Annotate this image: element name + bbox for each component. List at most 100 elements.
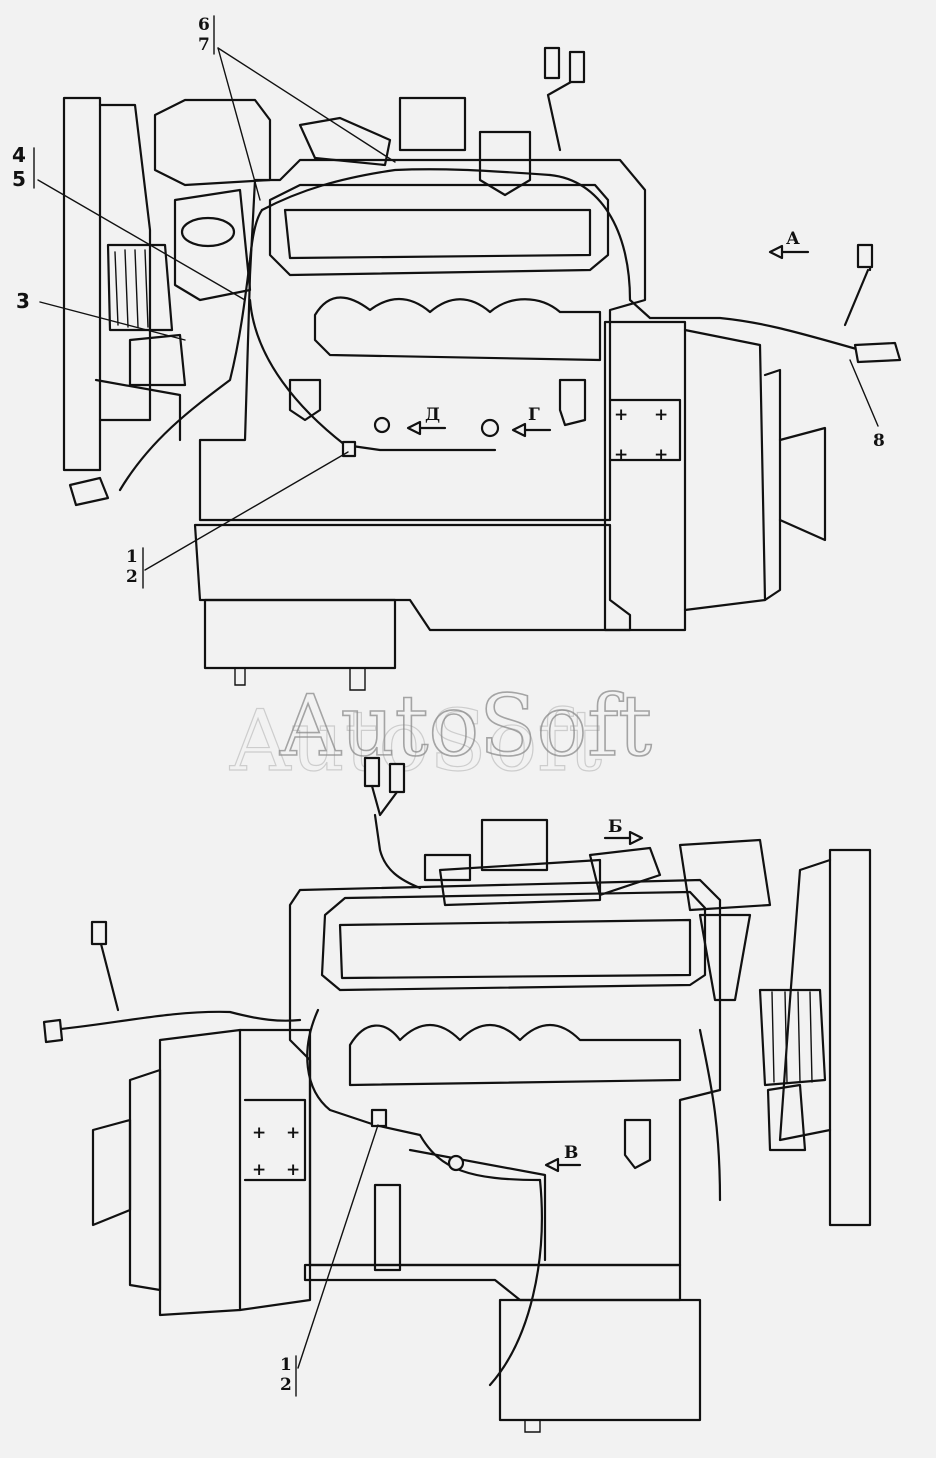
oil-filler-cap bbox=[478, 130, 532, 197]
leader-1-2-bottom bbox=[297, 1124, 379, 1369]
alternator-cap bbox=[180, 216, 236, 248]
view-label-g: Г bbox=[528, 405, 540, 425]
callout-7: 7 bbox=[198, 35, 210, 55]
leader-4-5 bbox=[37, 179, 246, 301]
connector-8 bbox=[853, 341, 902, 364]
gearbox-flange-bottom bbox=[91, 1118, 132, 1227]
view-label-v: В bbox=[564, 1143, 578, 1163]
clutch-bell bbox=[763, 368, 782, 602]
starter-bottom bbox=[408, 1148, 547, 1262]
leader-6-7-b bbox=[217, 47, 396, 163]
mount-bracket-2 bbox=[558, 378, 587, 427]
arrow-a-head bbox=[768, 244, 784, 260]
leader-3 bbox=[39, 301, 186, 341]
flywheel-plate bbox=[608, 398, 682, 462]
sensor-g-ring bbox=[480, 418, 500, 438]
radiator-bracket-bottom bbox=[778, 858, 832, 1142]
air-intake-bottom bbox=[480, 818, 549, 872]
leader-1-2-top bbox=[144, 451, 349, 571]
oil-filler-bottom bbox=[423, 853, 472, 882]
svg-text:+: + bbox=[286, 1160, 300, 1180]
ignition-coil-bottom bbox=[588, 846, 662, 897]
watermark: AutoSoft AutoSoft bbox=[228, 676, 653, 790]
svg-text:+: + bbox=[654, 405, 668, 425]
alternator-bottom bbox=[698, 913, 752, 1002]
callout-2-top: 2 bbox=[126, 567, 138, 587]
top-connector-bottom-2 bbox=[388, 762, 406, 794]
air-intake bbox=[398, 96, 467, 152]
callout-1-bottom: 1 bbox=[280, 1355, 292, 1375]
exhaust-manifold-bottom bbox=[348, 1024, 682, 1087]
callout-8: 8 bbox=[873, 431, 885, 451]
svg-text:+: + bbox=[252, 1123, 266, 1143]
sump-bottom bbox=[303, 1263, 682, 1302]
pulley-grooves-bottom bbox=[771, 991, 813, 1083]
harness-sensor-branch bbox=[248, 298, 497, 452]
engine-sump bbox=[193, 523, 632, 632]
mount-bracket-bottom bbox=[623, 1118, 652, 1170]
flywheel-housing-bottom bbox=[158, 1028, 242, 1317]
svg-text:+: + bbox=[614, 445, 628, 465]
top-connector-2 bbox=[568, 50, 586, 84]
svg-text:+: + bbox=[286, 1123, 300, 1143]
top-connector-leads-bottom bbox=[370, 784, 399, 817]
sensor-ring-bottom bbox=[447, 1154, 465, 1172]
harness-top-connector-lead bbox=[546, 76, 580, 152]
clutch-bell-bottom bbox=[128, 1068, 162, 1292]
view-label-b: Б bbox=[608, 817, 623, 837]
pulley-grooves bbox=[114, 249, 149, 328]
right-plug bbox=[856, 243, 874, 269]
watermark-shadow: AutoSoft bbox=[229, 692, 602, 790]
oil-pan-foot-bottom bbox=[524, 1419, 541, 1433]
left-plug-bottom bbox=[90, 920, 108, 946]
harness-left-lead-bottom bbox=[98, 938, 120, 1012]
clamp-1-2-bottom bbox=[370, 1108, 388, 1128]
ignition-coil-top bbox=[298, 116, 392, 167]
bottom-engine-view: + + + + bbox=[42, 756, 872, 1433]
harness-right bbox=[548, 173, 862, 352]
harness-right-bottom bbox=[698, 1028, 722, 1202]
engine-block-bottom bbox=[288, 878, 722, 1267]
valve-cover-inner bbox=[283, 208, 592, 260]
oil-pan bbox=[203, 598, 397, 670]
top-connector-bottom-1 bbox=[363, 756, 381, 788]
svg-text:+: + bbox=[614, 405, 628, 425]
fan-pulley-bottom bbox=[758, 988, 827, 1087]
callout-2-bottom: 2 bbox=[280, 1375, 292, 1395]
svg-text:+: + bbox=[252, 1160, 266, 1180]
water-pump-housing bbox=[153, 98, 272, 187]
engine-block-top bbox=[198, 158, 647, 522]
leader-6-7-a bbox=[217, 47, 261, 201]
intake-manifold-bottom bbox=[438, 858, 602, 907]
leader-8 bbox=[849, 359, 879, 427]
radiator-frame bbox=[62, 96, 102, 472]
flywheel-plate-bottom bbox=[243, 1098, 307, 1182]
top-engine-view: + + + + bbox=[37, 46, 902, 691]
radiator-lower-bracket bbox=[94, 378, 182, 442]
valve-cover bbox=[268, 183, 610, 277]
arrow-b-head bbox=[628, 830, 644, 846]
alternator bbox=[173, 188, 252, 302]
bell-housing-bottom bbox=[238, 1028, 312, 1312]
dipstick-tube bbox=[373, 1183, 402, 1272]
harness-left-bottom bbox=[48, 1010, 302, 1032]
view-label-a: А bbox=[786, 229, 800, 249]
gearbox-flange bbox=[778, 426, 827, 542]
arrow-d-head bbox=[406, 420, 422, 436]
left-connector-bottom bbox=[42, 1018, 64, 1044]
watermark-text: AutoSoft bbox=[279, 677, 652, 775]
view-label-d: Д bbox=[425, 405, 440, 425]
svg-text:+: + bbox=[654, 445, 668, 465]
callout-1-top: 1 bbox=[126, 547, 138, 567]
callout-3: 3 bbox=[16, 289, 30, 313]
mount-bracket-1 bbox=[288, 378, 322, 422]
harness-top bbox=[260, 168, 552, 212]
valve-cover-bottom bbox=[320, 890, 707, 992]
callouts: 6 7 4 5 3 8 1 2 1 2 А Д Г Б В bbox=[12, 15, 885, 1397]
flywheel-housing bbox=[603, 320, 687, 632]
exhaust-manifold bbox=[313, 296, 602, 362]
clutch-housing bbox=[683, 328, 767, 612]
relay-bottom bbox=[766, 1083, 807, 1152]
